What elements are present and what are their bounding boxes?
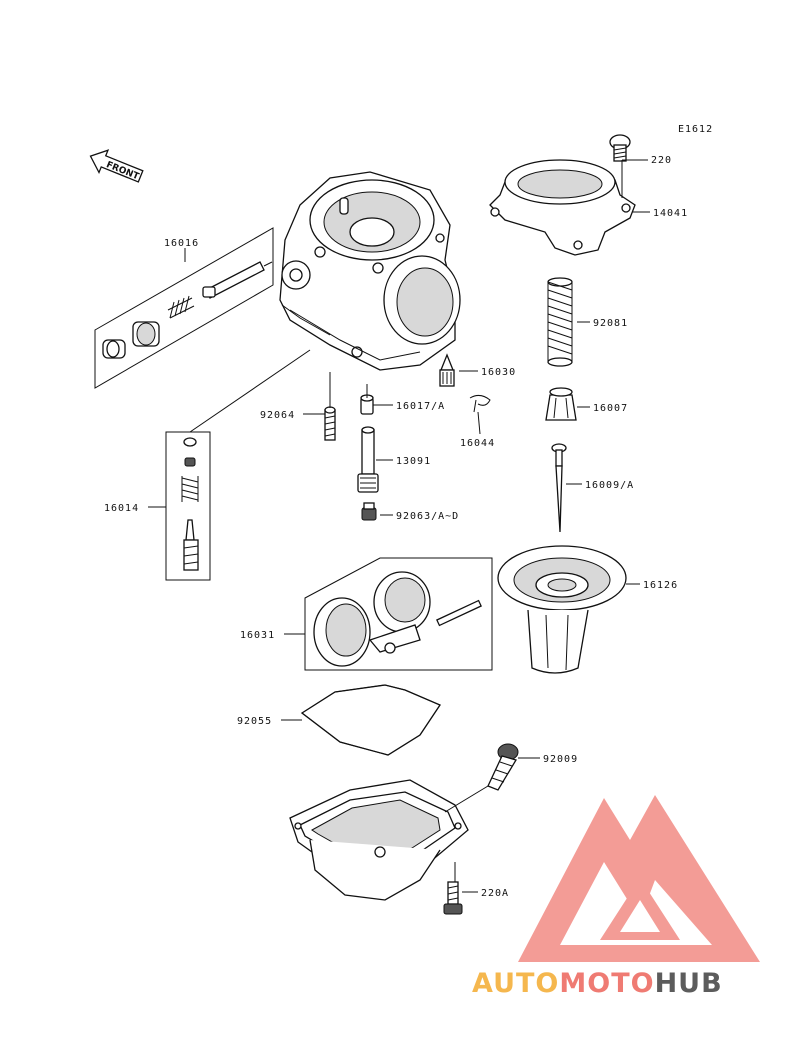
brand-auto: AUTO — [472, 968, 559, 999]
watermark-logo: AUTOMOTOHUB — [472, 795, 760, 999]
label-16007: 16007 — [593, 403, 628, 414]
part-14041-cover — [489, 159, 636, 256]
part-16030-valve — [439, 353, 455, 387]
part-92009-screw — [487, 743, 519, 791]
label-16126: 16126 — [643, 580, 678, 591]
label-92009: 92009 — [543, 754, 578, 765]
carburetor-body — [279, 171, 461, 371]
label-14041: 14041 — [653, 208, 688, 219]
label-13091: 13091 — [396, 456, 431, 467]
part-92081-spring — [547, 277, 573, 367]
part-16031-float — [304, 557, 493, 671]
brand-moto: MOTO — [559, 968, 654, 999]
part-16016-assembly — [94, 227, 274, 389]
label-92055: 92055 — [237, 716, 272, 727]
part-16007-holder — [545, 387, 577, 421]
part-220-screw — [609, 134, 631, 162]
float-bowl — [289, 779, 469, 901]
part-16014-assembly — [165, 431, 211, 581]
label-16016: 16016 — [164, 238, 199, 249]
label-16031: 16031 — [240, 630, 275, 641]
svg-text:AUTOMOTOHUB: AUTOMOTOHUB — [472, 968, 723, 999]
part-16044-clip — [469, 394, 491, 413]
label-16030: 16030 — [481, 367, 516, 378]
label-92064: 92064 — [260, 410, 295, 421]
label-92063: 92063/A~D — [396, 511, 459, 522]
part-92064-jet — [324, 406, 336, 441]
front-arrow-icon: FRONT — [89, 149, 144, 183]
part-16009-needle — [551, 443, 567, 533]
part-92063-main-jet — [361, 502, 377, 521]
part-13091-needle-jet — [357, 426, 379, 493]
label-92081: 92081 — [593, 318, 628, 329]
label-16014: 16014 — [104, 503, 139, 514]
part-labels: 220 14041 16016 92081 16030 16017/A 9206… — [104, 155, 688, 899]
label-16017: 16017/A — [396, 401, 445, 412]
label-16009: 16009/A — [585, 480, 634, 491]
leader-lines — [148, 159, 650, 893]
label-16044: 16044 — [460, 438, 495, 449]
triangle-logo-icon — [518, 795, 760, 962]
diagram-id: E1612 — [678, 124, 713, 135]
part-220A-screw — [443, 881, 463, 915]
part-92055-gasket — [300, 684, 441, 756]
brand-hub: HUB — [655, 968, 723, 999]
label-220: 220 — [651, 155, 672, 166]
part-16126-diaphragm — [497, 545, 627, 674]
label-220A: 220A — [481, 888, 509, 899]
